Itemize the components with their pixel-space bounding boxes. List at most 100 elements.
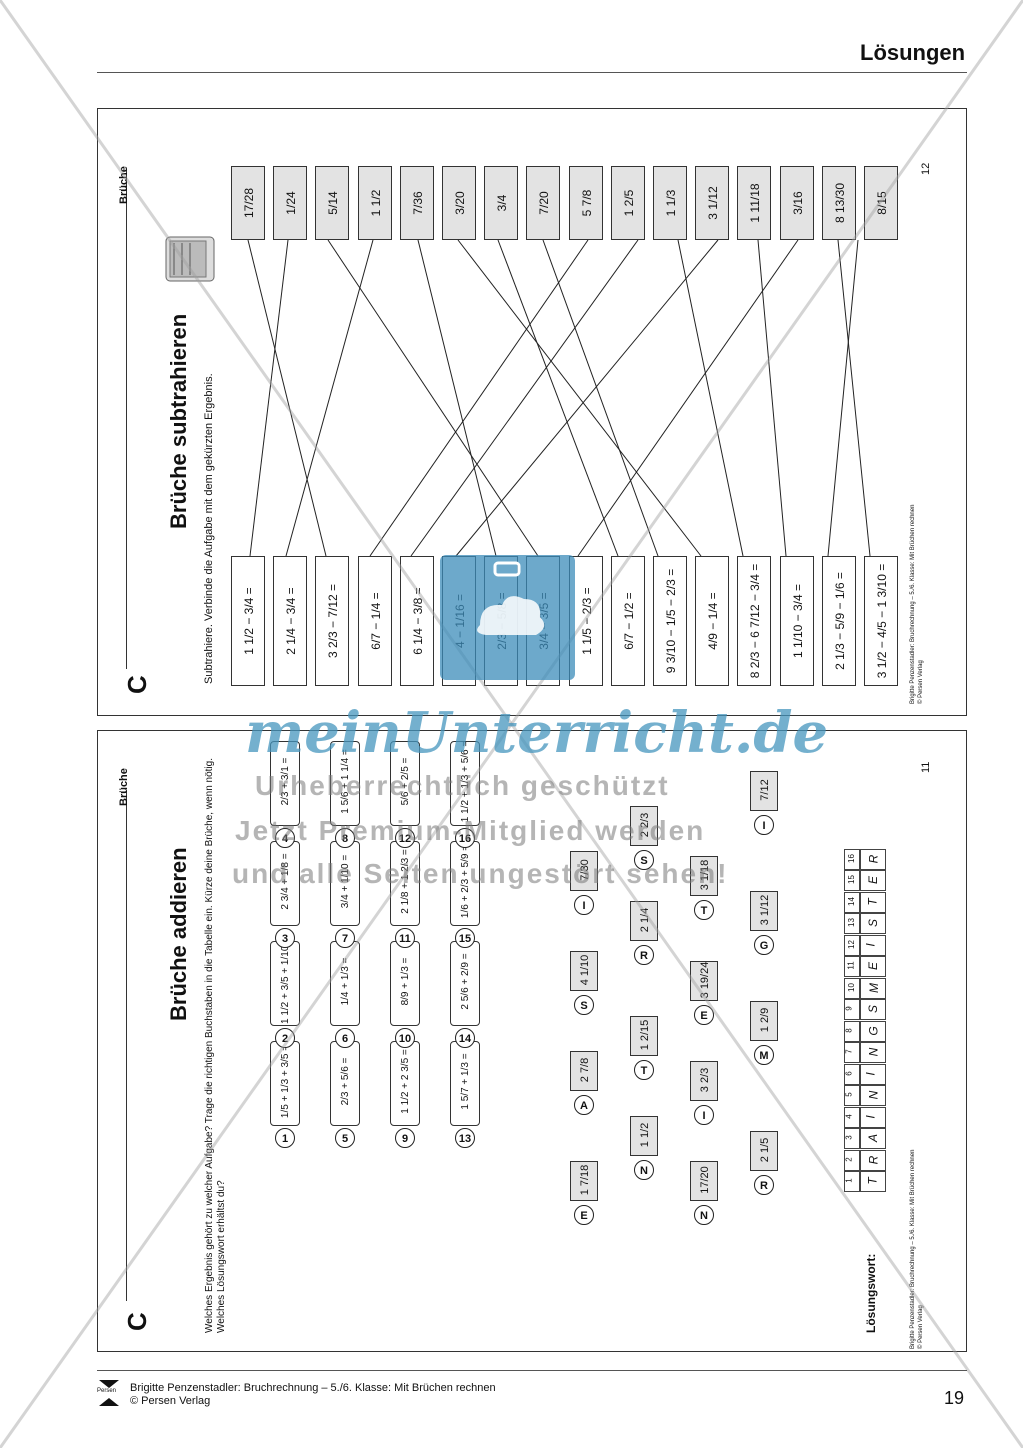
solution-letter: S [866,1004,881,1014]
result-text: 5/14 [326,191,341,215]
result-box: 8 13/30 [821,166,856,240]
solution-letter-cell: S [860,999,886,1020]
task-number: 13 [455,1128,475,1148]
solution-label: Lösungswort: [864,1253,878,1333]
task-box: 2 1/8 + 1 2/3 = [390,841,420,926]
solution-letter-cell: S [860,913,886,934]
task-box: 9 3/10 − 1/5 − 2/3 = [653,556,687,686]
instruction-text: Welches Ergebnis gehört zu welcher Aufga… [204,758,227,1333]
result-box: 1 11/18 [737,166,772,240]
footer-credit: Brigitte Penzenstadler: Bruchrechnung – … [910,504,916,704]
task-text: 4/9 − 1/4 = [706,592,721,650]
watermark-line-1: Urheberrechtlich geschützt [255,770,670,801]
task-number: 16 [455,828,475,848]
solution-letter: E [866,875,881,885]
section-letter: C [122,1312,152,1331]
task-box: 2 3/4 + 1/8 = [270,841,300,926]
solution-letter: G [866,1025,881,1036]
task-box: 1 1/2 − 3/4 = [231,556,265,686]
answer-letter: E [574,1205,594,1225]
result-text: 3/4 [495,194,510,212]
answer-value: 1 1/2 [639,1122,651,1148]
solution-number-cell: 11 [844,956,860,977]
task-box: 1 5/6 + 1 1/4 = [330,741,360,826]
solution-number: 12 [846,939,856,949]
footer-line-2: © Persen Verlag [130,1395,211,1407]
answer-value-box: 2 7/8 [570,1051,598,1091]
result-text: 1 1/2 [368,189,383,217]
task-number: 9 [395,1128,415,1148]
task-box: 2 5/6 + 2/9 = [450,941,480,1026]
solution-letter: I [863,1071,878,1076]
task-text: 8/9 + 1/3 = [400,957,411,1006]
solution-letter-cell: T [860,1171,886,1192]
solution-number-cell: 1 [844,1171,860,1192]
result-box: 8/15 [864,166,898,240]
section-rule [126,791,127,1301]
solution-number-cell: 12 [844,934,860,956]
worksheet-subtract: C Brüche Brüche subtrahieren Subtrahiere… [97,108,967,716]
task-box: 6/7 − 1/2 = [610,556,645,686]
answer-letter: N [634,1160,654,1180]
task-text: 2/3 + 5/6 = [340,1057,351,1106]
task-box: 2 1/4 − 3/4 = [273,556,308,686]
task-text: 2 1/4 − 3/4 = [284,587,299,655]
solution-letter-cell: R [860,848,886,870]
task-number: 5 [335,1128,355,1148]
result-box: 1/24 [273,166,308,240]
worksheet-add: C Brüche Brüche addieren Welches Ergebni… [97,730,967,1352]
task-text: 6/7 − 1/4 = [368,592,383,650]
answer-value: 2 7/8 [579,1057,591,1083]
solution-letter: T [865,1177,880,1185]
solution-number: 5 [844,1092,854,1097]
solution-letter-cell: N [860,1085,886,1106]
result-text: 5 7/8 [579,189,594,217]
task-box: 2 1/3 − 5/9 − 1/6 = [821,556,856,686]
task-text: 3 2/3 − 7/12 = [326,583,341,659]
solution-letter: N [866,1090,881,1100]
result-box: 3 1/12 [695,166,730,240]
answer-value-box: 1 7/18 [570,1161,598,1201]
task-text: 1 1/5 − 2/3 = [579,587,594,655]
result-text: 3 1/12 [706,186,721,220]
answer-value-box: 17/20 [690,1161,718,1201]
solution-number: 7 [844,1049,854,1054]
answer-letter: I [694,1105,714,1125]
solution-letter-cell: E [860,956,886,977]
solution-number: 1 [844,1178,854,1183]
solution-number: 4 [844,1113,854,1119]
measuring-cup-icon [160,229,220,287]
task-box: 1/5 + 1/3 + 3/5 = [270,1041,300,1126]
task-text: 1 1/10 − 3/4 = [790,583,805,659]
solution-letter: R [866,1155,881,1164]
result-box: 7/36 [399,166,434,240]
task-box: 1 1/10 − 3/4 = [779,556,814,686]
solution-number-cell: 16 [844,848,860,870]
footer-line-1: Brigitte Penzenstadler: Bruchrechnung – … [130,1382,496,1394]
task-number: 14 [455,1028,475,1048]
header-rule [97,72,967,73]
answer-value-box: 1 2/9 [750,1001,778,1041]
solution-number-cell: 10 [844,977,860,999]
solution-letter-cell: N [860,1042,886,1063]
task-box: 8 2/3 − 6 7/12 − 3/4 = [737,556,772,686]
answer-value: 3 2/3 [699,1067,711,1093]
result-text: 1 11/18 [748,183,763,223]
task-text: 6/7 − 1/2 = [621,592,636,650]
matching-lines [247,239,871,557]
task-box: 1/4 + 1/3 = [330,941,360,1026]
result-box: 7/20 [526,166,561,240]
solution-number: 9 [844,1006,854,1011]
page-number: 12 [920,162,932,175]
watermark-line-3: und alle Seiten ungestört sehen! [232,858,729,889]
solution-letter: I [863,942,878,947]
answer-value-box: 2 2/3 [630,806,658,846]
task-box: 2/3 + 3/1 = [270,741,300,826]
result-box: 3/16 [779,166,814,240]
watermark-line-2: Jetzt Premium-Mitglied werden [235,815,706,846]
result-text: 7/36 [410,191,425,215]
solution-number: 13 [846,918,856,927]
task-number: 10 [395,1028,415,1048]
page-header-title: Lösungen [860,40,966,65]
task-box: 3 1/2 − 4/5 − 1 3/10 = [864,556,898,686]
